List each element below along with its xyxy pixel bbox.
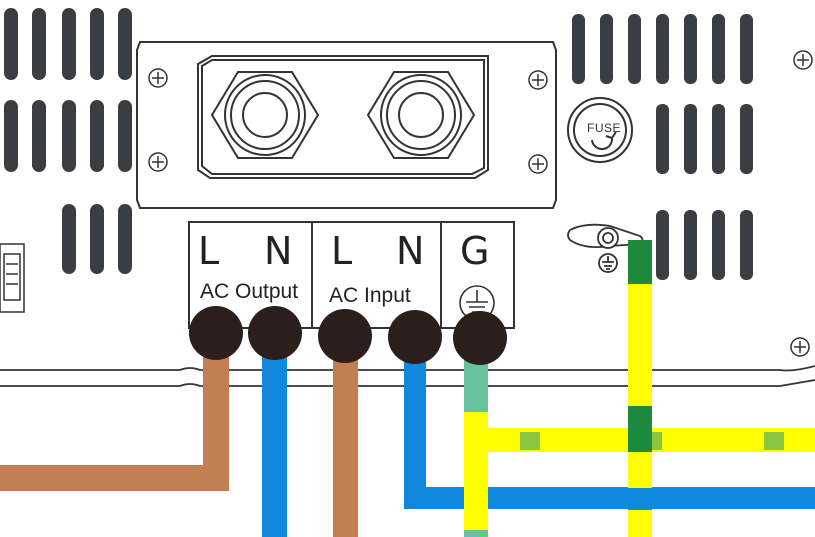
fuse-label: FUSE bbox=[587, 121, 622, 135]
right-vent-slots bbox=[572, 14, 753, 280]
cable-head-input-neutral bbox=[388, 310, 442, 364]
terminal-letter-input-live: L bbox=[331, 229, 353, 273]
cable-head-output-live bbox=[189, 306, 243, 360]
terminal-cover-plate bbox=[136, 41, 557, 209]
cable-head-output-neutral bbox=[248, 306, 302, 360]
cable-head-input-live bbox=[318, 309, 372, 363]
input-neutral-wire bbox=[404, 340, 815, 509]
terminal-letter-input-neutral: N bbox=[396, 229, 425, 273]
output-live-wire bbox=[0, 340, 229, 491]
fuse-holder-icon bbox=[567, 97, 633, 163]
group-label-ac-output: AC Output bbox=[200, 280, 299, 303]
input-live-wire bbox=[333, 340, 358, 537]
group-label-ac-input: AC Input bbox=[329, 284, 411, 307]
ground-lug-icon bbox=[567, 223, 644, 273]
chassis-bottom-rail bbox=[0, 365, 815, 387]
terminal-letter-output-neutral: N bbox=[264, 229, 293, 273]
wires bbox=[0, 240, 815, 537]
ground-wire-lug bbox=[628, 240, 652, 537]
left-vent-slots bbox=[4, 8, 132, 274]
cable-heads bbox=[189, 306, 507, 365]
plate-screw-icon bbox=[148, 68, 548, 174]
output-neutral-wire bbox=[262, 340, 287, 537]
cable-gland-left-icon bbox=[210, 71, 320, 159]
cable-gland-right-icon bbox=[366, 71, 476, 159]
rj-port-icon bbox=[0, 243, 25, 313]
chassis-screw-icon bbox=[790, 50, 813, 357]
terminal-letter-output-live: L bbox=[198, 229, 220, 273]
cable-head-ground bbox=[453, 311, 507, 365]
terminal-letter-ground: G bbox=[460, 229, 490, 273]
